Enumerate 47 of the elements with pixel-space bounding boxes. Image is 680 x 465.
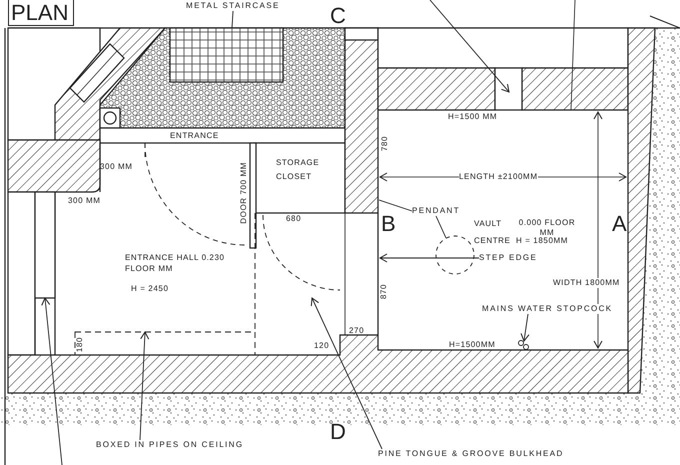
- room-label: STORAGE CLOSET: [276, 157, 320, 183]
- dimension-label: 180: [75, 337, 85, 352]
- dimension-label: LENGTH ±2100MM: [459, 172, 538, 182]
- pendant-circle: [436, 236, 474, 274]
- arrow: [520, 314, 530, 342]
- room-label: ENTRANCE HALL 0.230 FLOOR MM: [125, 252, 226, 274]
- dimension-label: H=1500MM: [449, 340, 496, 350]
- arrow: [310, 298, 382, 450]
- note-text: VAULT: [474, 219, 502, 229]
- note-text: 0.000 FLOOR MM: [518, 218, 576, 237]
- dimension-label: H=1500 MM: [448, 112, 498, 122]
- dimension-label: 680: [286, 214, 302, 224]
- dimension-label: WIDTH 1800MM: [553, 278, 620, 288]
- section-marker: B: [381, 212, 396, 236]
- note-text: H = 1850MM: [516, 236, 568, 246]
- arrow: [41, 298, 62, 465]
- dimension-label: DOOR 700 MM: [239, 162, 249, 224]
- callout-text: MAINS WATER STOPCOCK: [482, 304, 613, 314]
- arrow: [140, 332, 150, 440]
- frame-strip: [34, 191, 56, 299]
- note-text: H = 2450: [131, 284, 168, 294]
- stopcock-symbol: [518, 340, 529, 350]
- plan-title: PLAN: [8, 0, 74, 26]
- callout-text: METAL STAIRCASE: [186, 1, 280, 11]
- section-marker: C: [330, 4, 346, 28]
- section-marker: A: [612, 212, 627, 236]
- callout-text: BOXED IN PIPES ON CEILING: [96, 440, 244, 450]
- dimension-label: 120: [314, 341, 330, 351]
- callout-text: PINE TONGUE & GROOVE BULKHEAD: [378, 449, 564, 459]
- callout-text: PENDANT: [412, 206, 460, 216]
- leader-line: [378, 200, 412, 212]
- dimension-label: 780: [380, 136, 390, 152]
- dimension-label: 870: [379, 284, 389, 300]
- section-marker: D: [330, 420, 346, 444]
- arrow: [430, 0, 510, 92]
- boxed-pipes-outline: [74, 332, 256, 356]
- wall-label: ENTRANCE: [170, 131, 219, 141]
- arrow: [380, 254, 480, 262]
- dimension-label: 300 MM: [100, 162, 132, 172]
- leader-line: [232, 10, 234, 28]
- dimension-label: 270: [349, 326, 364, 336]
- dimension-label: 300 MM: [68, 196, 100, 206]
- leader-line: [436, 216, 446, 238]
- wall-recess: [494, 67, 523, 111]
- note-text: CENTRE: [474, 236, 510, 246]
- callout-text: STEP EDGE: [479, 253, 538, 263]
- staircase-grid: [169, 27, 284, 83]
